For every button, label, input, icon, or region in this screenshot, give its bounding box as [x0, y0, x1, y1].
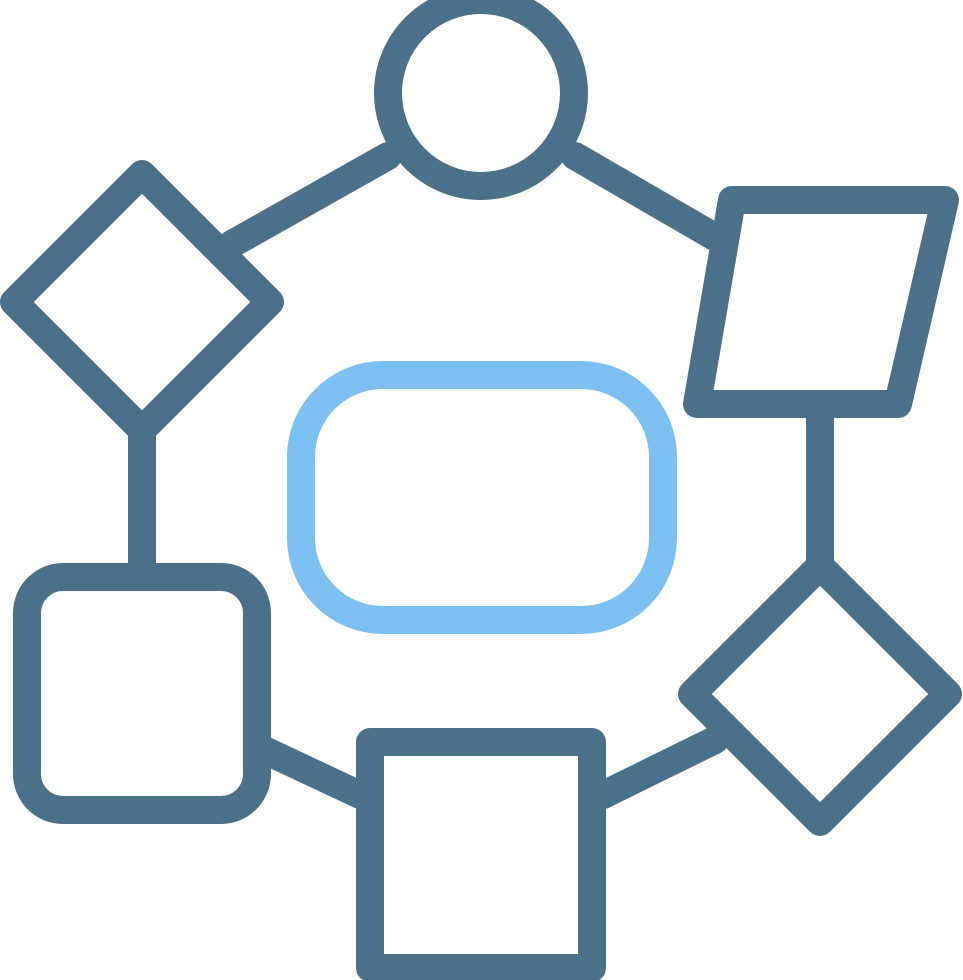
connector-top-upper-right [561, 142, 734, 254]
diamond-node-lower-right [678, 552, 962, 836]
connector-bottom-lower-right [589, 726, 729, 809]
diamond-node-upper-left [0, 160, 284, 444]
square-node [356, 728, 606, 980]
terminator-node [287, 361, 677, 634]
connectors [128, 142, 834, 809]
rounded-square-node [13, 563, 271, 824]
connector-lower-left-bottom [246, 734, 374, 809]
connector-top-upper-left [218, 142, 402, 258]
parallelogram-node [683, 186, 959, 418]
circle-node [374, 0, 588, 200]
